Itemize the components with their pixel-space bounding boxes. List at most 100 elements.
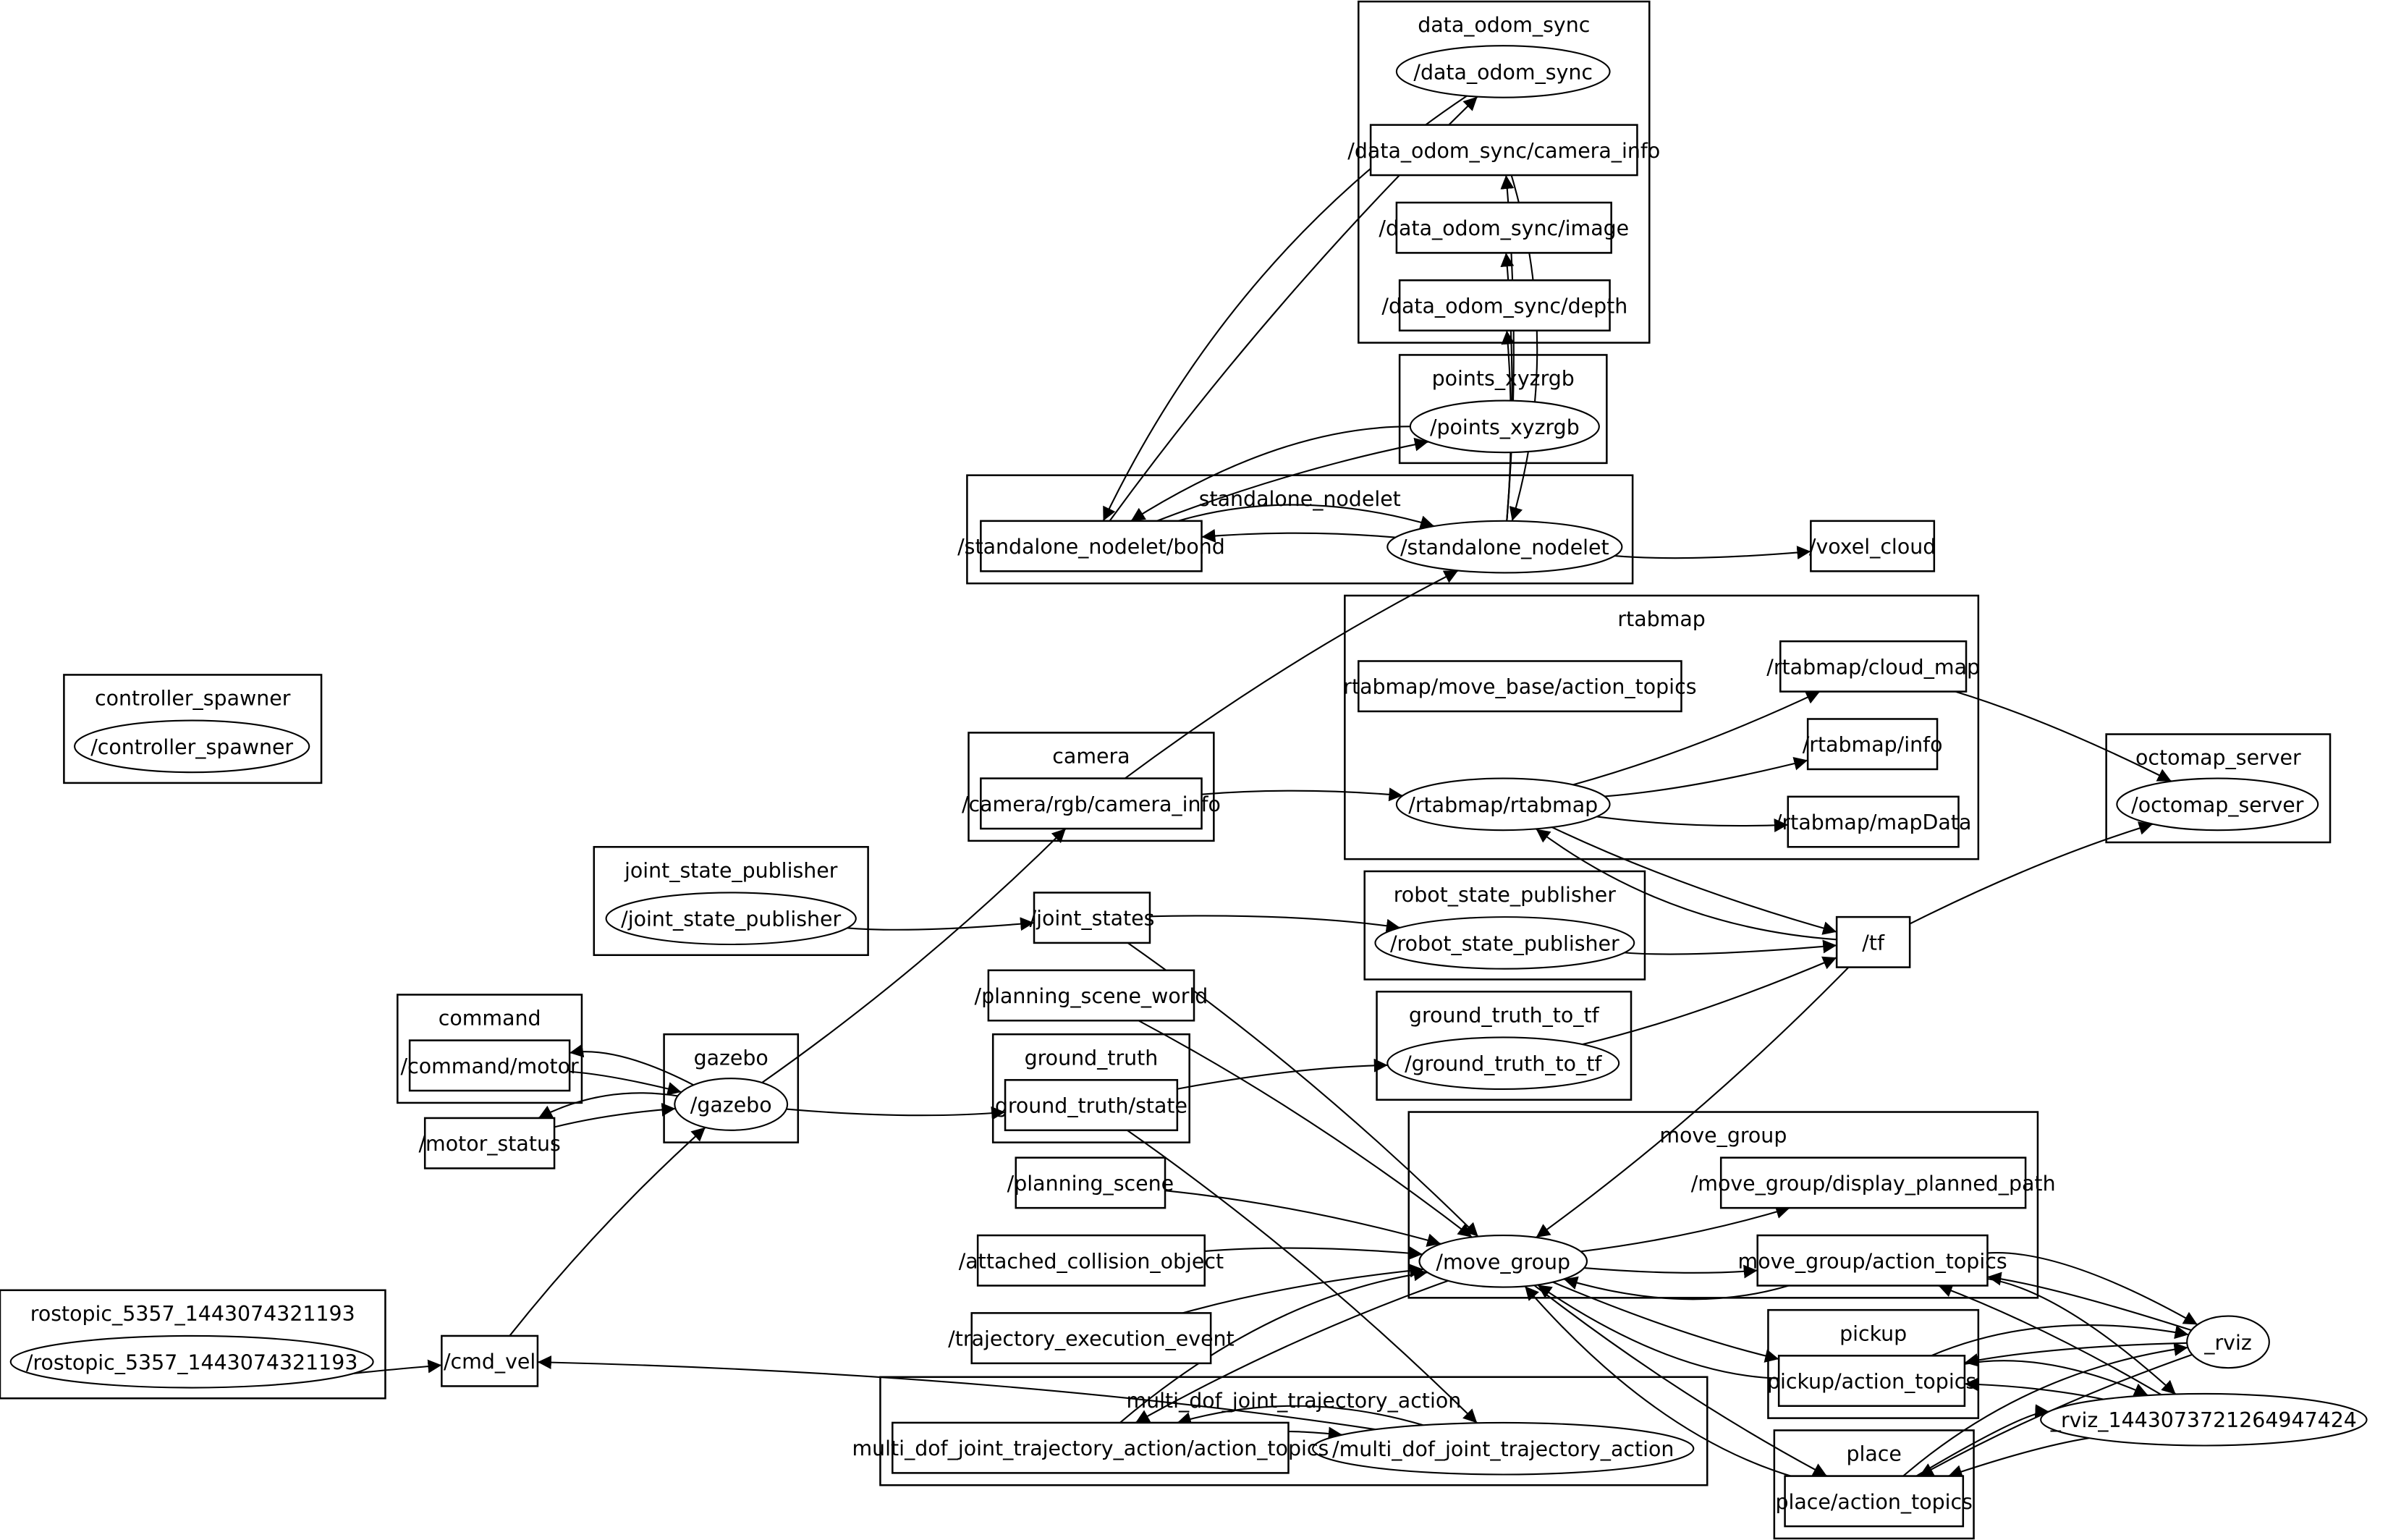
topic-box[interactable] [980, 520, 1203, 572]
topic-box[interactable] [1756, 1234, 1989, 1287]
node-ellipse[interactable] [1386, 1036, 1620, 1091]
topic-gt-state[interactable]: ground_truth/state [995, 1079, 1187, 1132]
node-ellipse[interactable] [2186, 1315, 2270, 1369]
topic-box[interactable] [1835, 915, 1911, 968]
node-rtabmap[interactable]: /rtabmap/rtabmap [1395, 777, 1611, 832]
node-ellipse[interactable] [1409, 399, 1600, 454]
topic-box[interactable] [1369, 124, 1638, 177]
node-ellipse[interactable] [1374, 916, 1635, 970]
topic-box[interactable] [976, 1234, 1206, 1287]
topic-label: /standalone_nodelet/bond [957, 535, 1225, 559]
topic-bond[interactable]: /standalone_nodelet/bond [957, 520, 1225, 572]
topic-box[interactable] [1358, 660, 1682, 713]
cluster-label: place [1846, 1442, 1901, 1466]
topic-mapdata[interactable]: /rtabmap/mapData [1775, 795, 1971, 848]
node-controller-spawner[interactable]: /controller_spawner [74, 719, 310, 774]
edge-place-action-to-rviz-long [1915, 1404, 2049, 1477]
topic-label: /move_group/display_planned_path [1691, 1172, 2056, 1196]
topic-move-base-action[interactable]: rtabmap/move_base/action_topics [1343, 660, 1697, 713]
topic-dos-camera-info[interactable]: /data_odom_sync/camera_info [1347, 124, 1660, 177]
node-ellipse[interactable] [1395, 45, 1611, 98]
topic-box[interactable] [1779, 640, 1968, 693]
topic-traj-event[interactable]: /trajectory_execution_event [948, 1312, 1235, 1365]
node-label: /gazebo [690, 1093, 772, 1117]
topic-tf[interactable]: /tf [1835, 915, 1911, 968]
node-ellipse[interactable] [1418, 1234, 1588, 1288]
node-ellipse[interactable] [2116, 777, 2319, 832]
topic-box[interactable] [1777, 1355, 1966, 1408]
edge-bond-to-points-xyzrgb [1156, 437, 1429, 522]
edge-line [1536, 966, 1850, 1238]
topic-box[interactable] [987, 969, 1195, 1022]
node-rostopic[interactable]: /rostopic_5357_1443074321193 [9, 1334, 374, 1389]
node-points-xyzrgb[interactable]: /points_xyzrgb [1409, 399, 1600, 454]
edge-line [1149, 915, 1400, 933]
topic-box[interactable] [980, 777, 1203, 830]
topic-cloud-map[interactable]: /rtabmap/cloud_map [1766, 640, 1980, 693]
topic-multi-dof-action[interactable]: multi_dof_joint_trajectory_action/action… [852, 1421, 1329, 1474]
topic-display-path[interactable]: /move_group/display_planned_path [1691, 1156, 2056, 1209]
topic-attached[interactable]: /attached_collision_object [959, 1234, 1224, 1287]
topic-mg-action[interactable]: move_group/action_topics [1738, 1234, 2007, 1287]
topic-box[interactable] [1015, 1156, 1167, 1209]
node-ellipse[interactable] [74, 719, 310, 774]
topic-joint-states[interactable]: /joint_states [1030, 892, 1155, 944]
node-multi-dof[interactable]: /multi_dof_joint_trajectory_action [1312, 1421, 1695, 1476]
topic-box[interactable] [1395, 201, 1612, 254]
topic-box[interactable] [1810, 520, 1936, 572]
topic-dos-image[interactable]: /data_odom_sync/image [1379, 201, 1629, 254]
topic-motor-status[interactable]: /motor_status [418, 1117, 561, 1169]
node-ellipse[interactable] [9, 1334, 374, 1389]
cluster-box [966, 474, 1634, 585]
node-octomap-server[interactable]: /octomap_server [2116, 777, 2319, 832]
topic-box[interactable] [1719, 1156, 2027, 1209]
topic-box[interactable] [970, 1312, 1212, 1365]
topic-pickup-action[interactable]: pickup/action_topics [1767, 1355, 1976, 1408]
edge-line [1138, 1020, 1473, 1238]
topic-label: /cmd_vel [444, 1350, 535, 1374]
node-ellipse[interactable] [605, 892, 857, 946]
topic-planning-scene-world[interactable]: /planning_scene_world [975, 969, 1208, 1022]
topic-box[interactable] [1033, 892, 1151, 944]
edge-line [1614, 546, 1811, 560]
topic-label: /planning_scene_world [975, 984, 1208, 1008]
edge-mg-action-to-rviz [1987, 1251, 2198, 1326]
node-rviz[interactable]: _rviz [2186, 1315, 2270, 1369]
topic-box[interactable] [1398, 279, 1611, 332]
edge-gazebo-to-motor-status [538, 1092, 678, 1119]
topic-place-action[interactable]: place/action_topics [1775, 1475, 1973, 1528]
node-ellipse[interactable] [2040, 1392, 2368, 1447]
node-ellipse[interactable] [1386, 520, 1623, 574]
topic-planning-scene[interactable]: /planning_scene [1007, 1156, 1174, 1209]
node-data-odom-sync[interactable]: /data_odom_sync [1395, 45, 1611, 98]
node-ground-truth-to-tf[interactable]: /ground_truth_to_tf [1386, 1036, 1620, 1091]
topic-box[interactable] [441, 1334, 539, 1387]
node-standalone-nodelet[interactable]: /standalone_nodelet [1386, 520, 1623, 574]
node-ellipse[interactable] [1312, 1421, 1695, 1476]
node-robot-state-publisher[interactable]: /robot_state_publisher [1374, 916, 1635, 970]
topic-voxel-cloud[interactable]: /voxel_cloud [1809, 520, 1936, 572]
topic-box[interactable] [423, 1117, 556, 1169]
topic-label: /tf [1862, 931, 1885, 955]
node-joint-state-publisher[interactable]: /joint_state_publisher [605, 892, 857, 946]
node-ellipse[interactable] [674, 1078, 789, 1131]
edge-joint-state-publisher-to-joint-states [847, 917, 1035, 931]
topic-label: /motor_status [418, 1132, 560, 1156]
topic-dos-depth[interactable]: /data_odom_sync/depth [1381, 279, 1627, 332]
topic-camera-info[interactable]: /camera/rgb/camera_info [962, 777, 1221, 830]
topic-cmd-vel[interactable]: /cmd_vel [441, 1334, 539, 1387]
topic-rtab-info[interactable]: /rtabmap/info [1803, 718, 1943, 771]
topic-box[interactable] [892, 1421, 1290, 1474]
node-rviz-long[interactable]: _rviz_1443073721264947424 [2040, 1392, 2368, 1447]
node-label: /joint_state_publisher [621, 908, 841, 931]
node-ellipse[interactable] [1395, 777, 1611, 832]
edge-motor-status-to-gazebo [554, 1102, 676, 1128]
topic-box[interactable] [1004, 1079, 1179, 1132]
node-gazebo[interactable]: /gazebo [674, 1078, 789, 1131]
topic-box[interactable] [1806, 718, 1939, 771]
topic-box[interactable] [408, 1039, 571, 1092]
topic-command-motor[interactable]: /command/motor [401, 1039, 579, 1092]
topic-box[interactable] [1787, 795, 1960, 848]
node-move-group[interactable]: /move_group [1418, 1234, 1588, 1288]
topic-box[interactable] [1784, 1475, 1965, 1528]
